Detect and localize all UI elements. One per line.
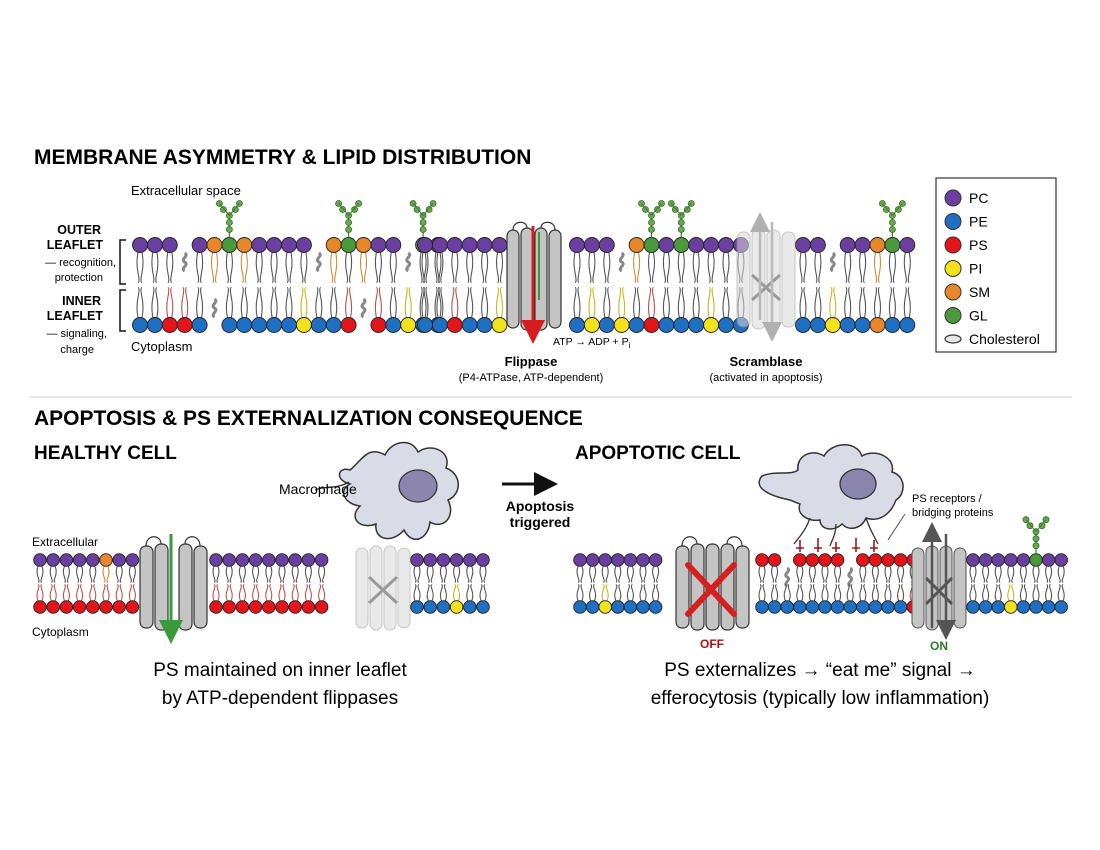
legend-item-gl: GL xyxy=(944,307,988,324)
healthy-macrophage xyxy=(314,441,459,540)
outer-leaflet-label: OUTER LEAFLET — recognition, protection xyxy=(45,223,116,284)
svg-text:charge: charge xyxy=(60,344,94,356)
svg-text:— signaling,: — signaling, xyxy=(46,328,107,340)
healthy-cell-heading: HEALTHY CELL xyxy=(34,443,177,464)
svg-text:protection: protection xyxy=(55,272,103,284)
healthy-membrane-bilayer xyxy=(33,553,490,614)
off-label: OFF xyxy=(700,637,724,651)
scramblase-name: Scramblase xyxy=(730,354,803,369)
healthy-extracellular-label: Extracellular xyxy=(32,535,98,549)
apoptotic-cell-heading: APOPTOTIC CELL xyxy=(575,443,741,464)
bottom-title: APOPTOSIS & PS EXTERNALIZATION CONSEQUEN… xyxy=(34,407,583,430)
legend-item-ps: PS xyxy=(944,236,988,254)
legend-item-cholesterol: Cholesterol xyxy=(944,331,1040,347)
legend-item-pi: PI xyxy=(944,260,982,277)
apoptotic-caption-line2: efferocytosis (typically low inflammatio… xyxy=(651,688,990,709)
svg-text:PC: PC xyxy=(969,190,988,206)
receptor-pointer-line xyxy=(887,513,906,541)
healthy-caption-line1: PS maintained on inner leaflet xyxy=(153,660,407,681)
apoptotic-membrane-bilayer xyxy=(573,516,1068,614)
cytoplasm-label: Cytoplasm xyxy=(131,339,192,354)
apoptotic-caption-line1: PS externalizes → “eat me” signal → xyxy=(664,660,976,681)
legend-item-pc: PC xyxy=(944,189,988,207)
receptor-label-line1: PS receptors / xyxy=(912,493,983,505)
inner-leaflet-bracket xyxy=(119,289,126,332)
outer-leaflet-bracket xyxy=(119,239,126,285)
lipid-legend: PC PE PS PI SM GL Cholesterol xyxy=(935,177,1057,353)
ps-receptors xyxy=(796,538,878,552)
legend-item-pe: PE xyxy=(944,213,988,230)
svg-text:PE: PE xyxy=(969,214,988,230)
healthy-cytoplasm-label: Cytoplasm xyxy=(32,625,89,639)
flippase-detail: (P4-ATPase, ATP-dependent) xyxy=(459,372,604,384)
healthy-flippase-protein xyxy=(139,536,208,631)
on-label: ON xyxy=(930,639,948,653)
svg-text:PI: PI xyxy=(969,261,982,277)
apoptosis-label-line2: triggered xyxy=(510,514,571,530)
apoptotic-macrophage xyxy=(758,444,904,547)
top-membrane-bilayer xyxy=(132,200,916,333)
inner-leaflet-label: INNER LEAFLET — signaling, charge xyxy=(46,294,107,356)
svg-text:— recognition,: — recognition, xyxy=(45,257,116,269)
scramblase-detail: (activated in apoptosis) xyxy=(709,372,822,384)
top-scramblase-protein xyxy=(736,229,796,330)
top-title: MEMBRANE ASYMMETRY & LIPID DISTRIBUTION xyxy=(34,146,531,169)
svg-text:LEAFLET: LEAFLET xyxy=(47,309,104,323)
flippase-name: Flippase xyxy=(505,354,558,369)
legend-item-sm: SM xyxy=(944,283,990,301)
healthy-scramblase-protein xyxy=(355,545,411,631)
svg-text:PS: PS xyxy=(969,237,988,253)
svg-text:OUTER: OUTER xyxy=(57,223,101,237)
extracellular-space-label: Extracellular space xyxy=(131,183,241,198)
svg-text:LEAFLET: LEAFLET xyxy=(47,238,104,252)
apoptotic-scramblase-protein xyxy=(911,545,967,631)
svg-text:GL: GL xyxy=(969,308,988,324)
flippase-reaction: ATP → ADP + Pi xyxy=(553,336,631,350)
macrophage-label: Macrophage xyxy=(279,481,357,497)
svg-text:Cholesterol: Cholesterol xyxy=(969,331,1040,347)
svg-text:INNER: INNER xyxy=(62,294,101,308)
apoptosis-label-line1: Apoptosis xyxy=(506,498,575,514)
svg-text:SM: SM xyxy=(969,284,990,300)
healthy-caption-line2: by ATP-dependent flippases xyxy=(162,688,398,709)
receptor-label-line2: bridging proteins xyxy=(912,507,994,519)
